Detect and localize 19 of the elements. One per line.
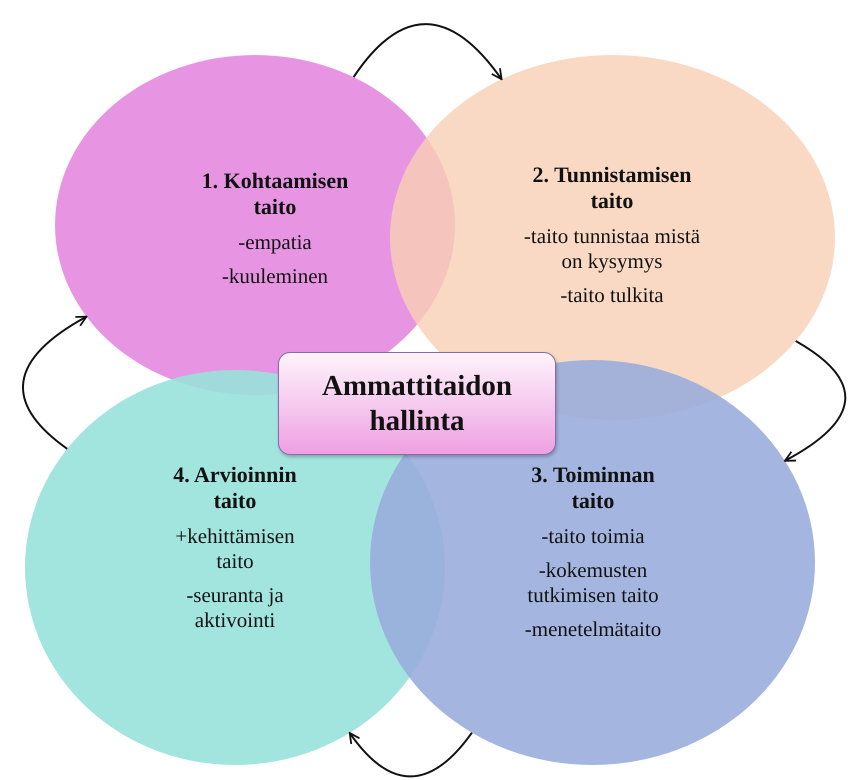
- circle-heading: 3. Toiminnan taito: [530, 462, 656, 515]
- circle-item: -menetelmätaito: [524, 617, 662, 643]
- circle-item: -taito tunnistaa mistä on kysymys: [522, 224, 702, 274]
- circle-heading: 4. Arvioinnin taito: [172, 462, 298, 515]
- circle-item: -kokemusten tutkimisen taito: [526, 558, 660, 608]
- circle-item: +kehittämisen taito: [174, 524, 296, 574]
- circle-item: -empatia: [238, 230, 312, 255]
- curved-arrow: [348, 732, 473, 778]
- center-label-box: [278, 352, 556, 455]
- curved-arrow: [784, 340, 846, 462]
- circle-item: -seuranta ja aktivointi: [185, 583, 285, 634]
- circle-heading: 1. Kohtaamisen taito: [200, 168, 350, 221]
- circle-item: -taito toimia: [541, 524, 645, 549]
- circle-item: -taito tulkita: [560, 283, 664, 308]
- curved-arrow: [352, 23, 502, 80]
- circle-item: -kuuleminen: [222, 264, 328, 290]
- circle-heading: 2. Tunnistamisen taito: [532, 162, 692, 215]
- curved-arrow: [22, 316, 88, 450]
- center-title: Ammattitaidon hallinta: [320, 368, 514, 438]
